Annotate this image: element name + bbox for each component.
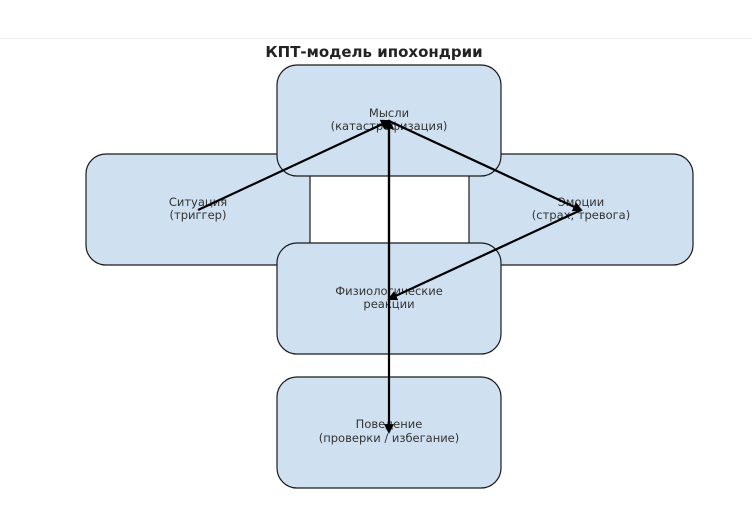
top-divider <box>0 38 752 39</box>
node-situation-title: Ситуация <box>169 195 227 209</box>
node-situation-subtitle: (триггер) <box>170 208 227 222</box>
node-emotions-subtitle: (страх, тревога) <box>532 208 630 222</box>
diagram-title: КПТ-модель ипохондрии <box>265 43 482 61</box>
arrow-emotions-to-physiology <box>387 209 582 301</box>
node-thoughts-title: Мысли <box>369 106 409 120</box>
arrow-situation-to-thoughts <box>197 119 391 211</box>
arrow-thoughts-to-emotions <box>388 120 583 212</box>
node-behavior-subtitle: (проверки / избегание) <box>319 431 460 445</box>
